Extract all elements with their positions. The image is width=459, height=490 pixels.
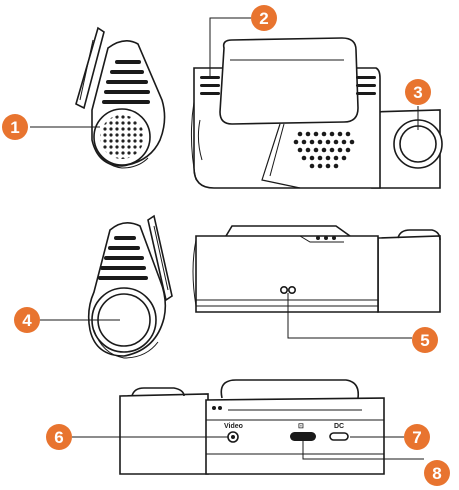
- port-label-dc: DC: [334, 423, 344, 430]
- callout-8: 8: [424, 460, 450, 486]
- port-label-usb: ⊡: [298, 423, 304, 430]
- callout-4: 4: [14, 307, 40, 333]
- svg-text:6: 6: [54, 428, 63, 447]
- callout-badges: 1 2 3 4 5 6 7 8: [2, 5, 450, 486]
- dc-port: [329, 432, 349, 441]
- top-view: [190, 37, 443, 189]
- callout-1: 1: [2, 114, 28, 140]
- callout-5: 5: [412, 327, 438, 353]
- side-vents-bottom: [98, 236, 148, 280]
- usb-c-port: [290, 432, 316, 441]
- svg-text:3: 3: [413, 83, 422, 102]
- side-view-top: [75, 26, 166, 169]
- callout-2: 2: [251, 5, 277, 31]
- leader-lines: [30, 17, 424, 460]
- svg-text:4: 4: [22, 311, 32, 330]
- svg-text:5: 5: [420, 331, 429, 350]
- port-view: [119, 379, 385, 475]
- port-label-video: Video: [224, 423, 243, 430]
- callout-3: 3: [405, 79, 431, 105]
- svg-text:7: 7: [412, 428, 421, 447]
- bottom-view: [192, 225, 441, 313]
- top-speaker-holes: [293, 131, 355, 169]
- top-vents: [200, 76, 376, 95]
- callout-7: 7: [404, 424, 430, 450]
- svg-text:1: 1: [10, 118, 19, 137]
- svg-text:8: 8: [432, 464, 441, 483]
- reset-microphone-holes: [279, 285, 296, 294]
- svg-text:2: 2: [259, 9, 268, 28]
- speaker-grille: [100, 115, 144, 159]
- callout-6: 6: [46, 424, 72, 450]
- rear-lens: [399, 125, 437, 163]
- side-vents: [102, 60, 150, 104]
- side-view-bottom: [87, 214, 173, 359]
